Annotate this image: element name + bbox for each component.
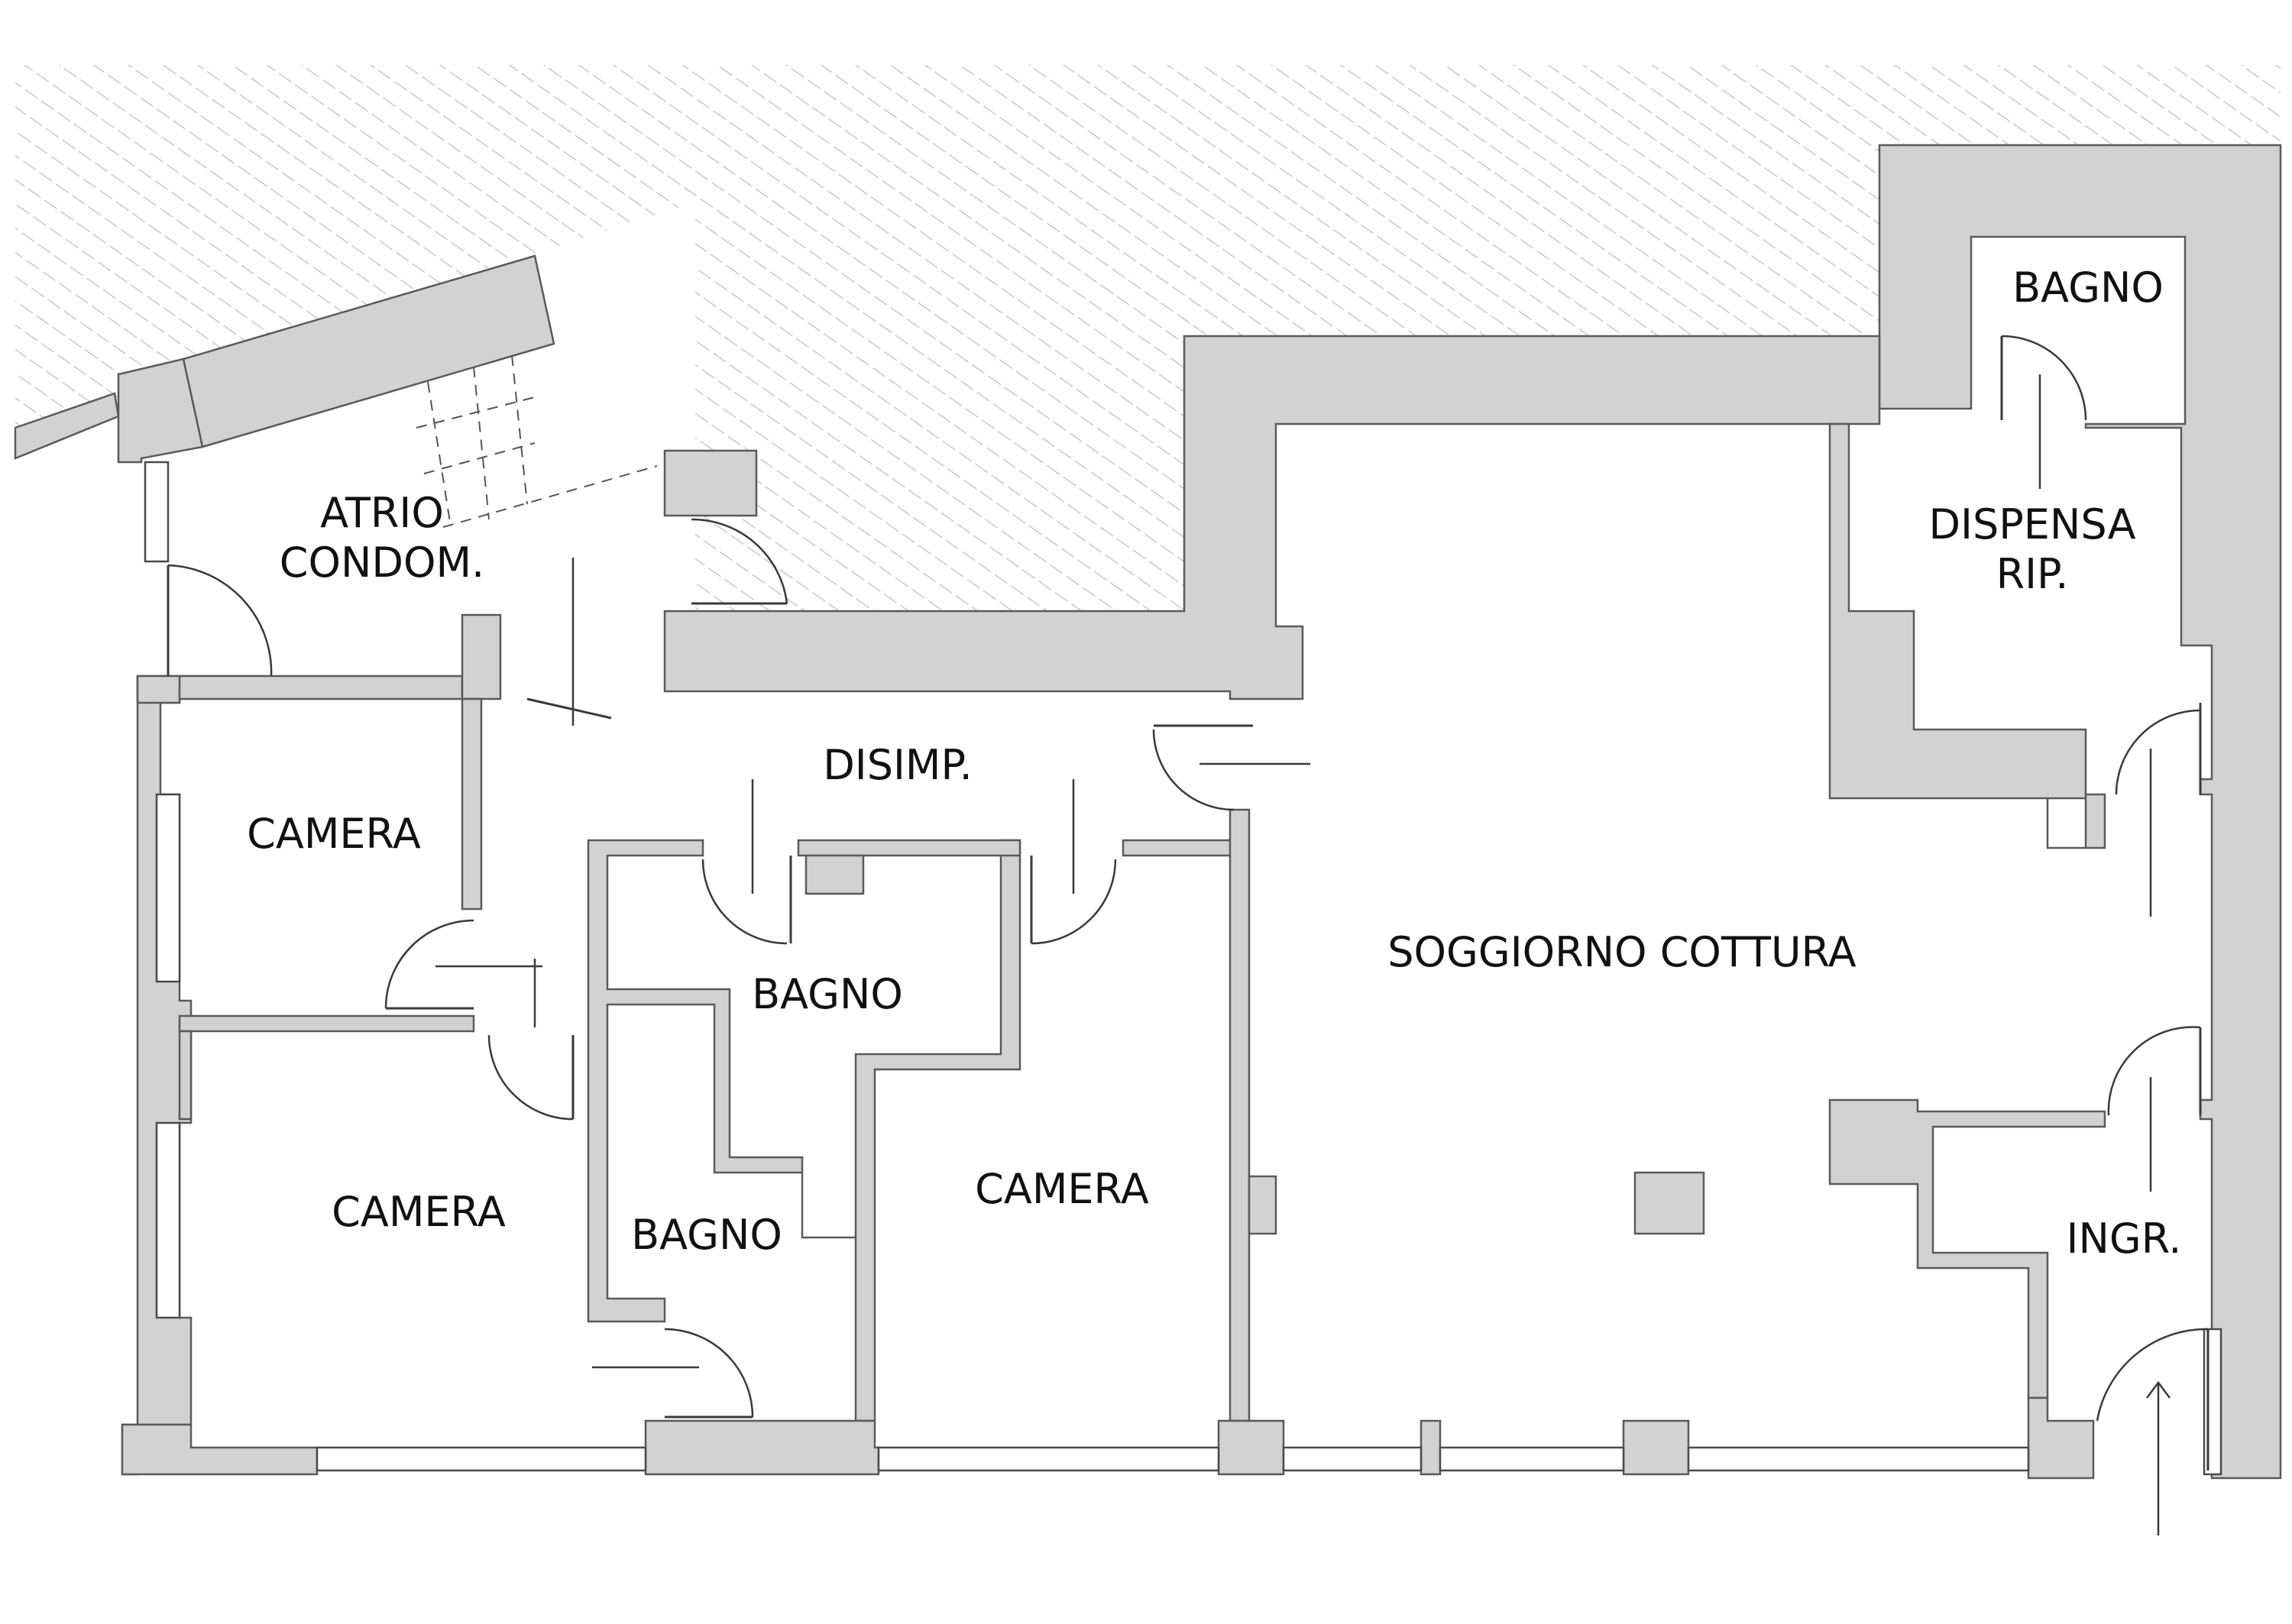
wall-south [121, 1423, 319, 1476]
wall-south-5 [1622, 1419, 1690, 1476]
door-entrance [2096, 1328, 2209, 1422]
wall-camera-east [461, 697, 483, 911]
door-bagno-south [664, 1328, 754, 1418]
window-east-ingr [2203, 1328, 2222, 1476]
guide-lines [435, 374, 2171, 1535]
window-south-2 [877, 1446, 1220, 1472]
door-ingr-north [2107, 1026, 2201, 1116]
doors [167, 335, 2209, 1470]
door-disimp-east [1152, 729, 1235, 811]
label-disimp: DISIMP. [823, 741, 973, 789]
door-camera-center [1031, 859, 1117, 945]
wall-bagno-top [797, 839, 1021, 857]
window-camera-sw [155, 1121, 181, 1319]
wall-pillar-divider [1248, 1175, 1277, 1235]
door-camera-sw [487, 1034, 574, 1121]
door-bagno-center [701, 859, 788, 945]
room-labels: ATRIO CONDOM. DISIMP. CAMERA CAMERA BAGN… [247, 264, 2181, 1263]
label-camera-sw: CAMERA [332, 1188, 506, 1236]
entrance-arrow-head [2146, 1380, 2171, 1399]
window-south-3 [1282, 1446, 1423, 1472]
label-atrio-line1: ATRIO [320, 489, 444, 537]
door-atrio-west [167, 564, 273, 677]
label-bagno-center-north: BAGNO [752, 970, 903, 1018]
label-bagno-center-south: BAGNO [631, 1211, 782, 1259]
wall-dispensa-block [1828, 422, 2106, 849]
label-dispensa-line1: DISPENSA [1928, 500, 2135, 548]
door-atrio-box [691, 518, 788, 604]
walls [14, 144, 2282, 1480]
wall-north-east [1878, 144, 2282, 1480]
wall-between-cameras [178, 1014, 475, 1033]
label-camera-center: CAMERA [975, 1165, 1149, 1213]
window-south-1 [316, 1446, 647, 1472]
wall-south-6 [2027, 1396, 2095, 1480]
living-pillar [1633, 1171, 1705, 1235]
label-camera-nw: CAMERA [247, 810, 421, 858]
label-ingresso: INGR. [2067, 1215, 2182, 1263]
wall-living-divider [1229, 808, 1251, 1422]
window-atrio-west [144, 461, 170, 563]
wall-pier-top [461, 613, 502, 700]
wall-west-rooms-top [178, 675, 464, 700]
window-south-4 [1439, 1446, 1625, 1472]
wall-atrio-pier [117, 357, 204, 464]
wall-south-2 [644, 1419, 880, 1476]
wall-north-living [663, 335, 1881, 700]
label-atrio-line2: CONDOM. [280, 539, 484, 587]
wall-south-4 [1420, 1419, 1442, 1476]
door-disimp-slide [526, 697, 612, 720]
outdoor-hatch-area [15, 65, 2281, 691]
door-bagno-ne [2001, 335, 2087, 421]
label-bagno-ne: BAGNO [2012, 264, 2164, 312]
wall-pier-camera [178, 1030, 193, 1121]
window-south-5 [1687, 1446, 2030, 1472]
label-soggiorno: SOGGIORNO COTTURA [1387, 928, 1857, 976]
wall-bagno-center [587, 839, 1021, 1422]
wall-camera-center-east [1122, 839, 1247, 857]
label-dispensa-line2: RIP. [1996, 550, 2069, 598]
door-camera-nw [384, 919, 474, 1009]
window-camera-nw [155, 793, 181, 983]
wall-south-3 [1217, 1419, 1285, 1476]
stair-dashes [416, 354, 658, 528]
wall-bagno-chimney [804, 854, 865, 895]
wall-atrio-box [663, 449, 758, 517]
door-dispensa [2115, 709, 2201, 795]
wall-ingresso-partition [1828, 1098, 2106, 1399]
